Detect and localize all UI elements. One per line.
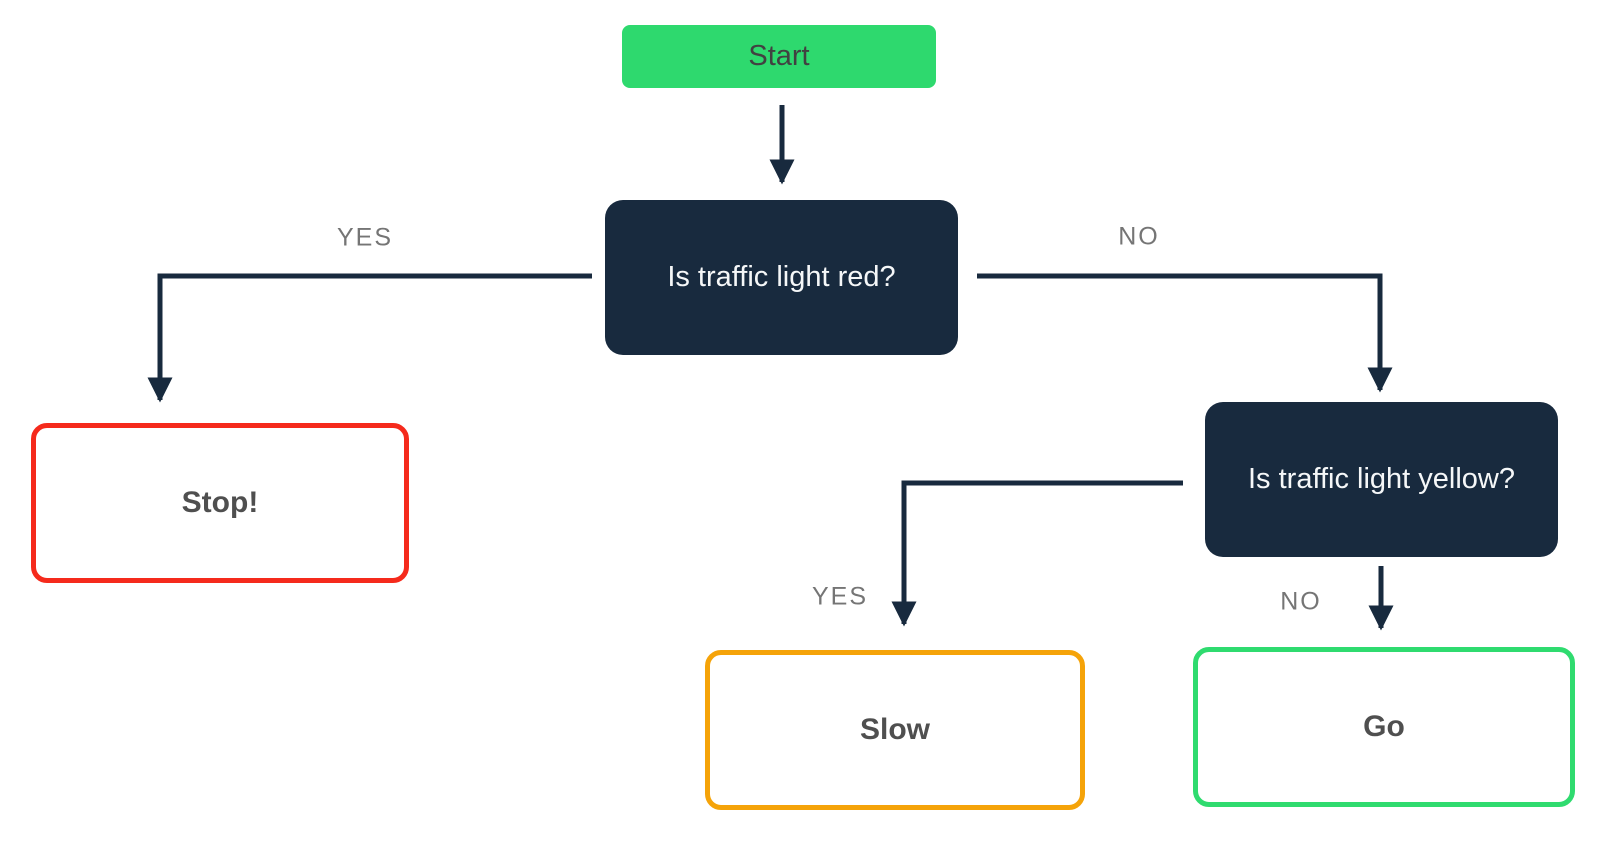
node-slow: Slow [705, 650, 1085, 810]
node-start-label: Start [748, 40, 810, 72]
edge-label-qyellow-no: NO [1280, 587, 1322, 616]
node-stop-label: Stop! [181, 486, 259, 519]
edge-label-qred-yes: YES [336, 223, 394, 252]
node-question-red-label: Is traffic light red? [667, 261, 896, 293]
node-go-label: Go [1363, 710, 1405, 743]
node-slow-label: Slow [859, 713, 930, 746]
edge-qred-no-line [977, 273, 1393, 393]
edge-label-qred-no: NO [1118, 222, 1160, 251]
node-question-red: Is traffic light red? [605, 200, 958, 355]
node-start: Start [622, 25, 936, 88]
node-question-yellow-label: Is traffic light yellow? [1247, 463, 1516, 495]
node-go: Go [1193, 647, 1575, 807]
edge-qred-yes-line [147, 273, 592, 403]
edge-label-qyellow-yes: YES [811, 582, 869, 611]
node-question-yellow: Is traffic light yellow? [1205, 402, 1558, 557]
edge-qyellow-yes-line [891, 480, 1183, 627]
node-stop: Stop! [31, 423, 409, 583]
